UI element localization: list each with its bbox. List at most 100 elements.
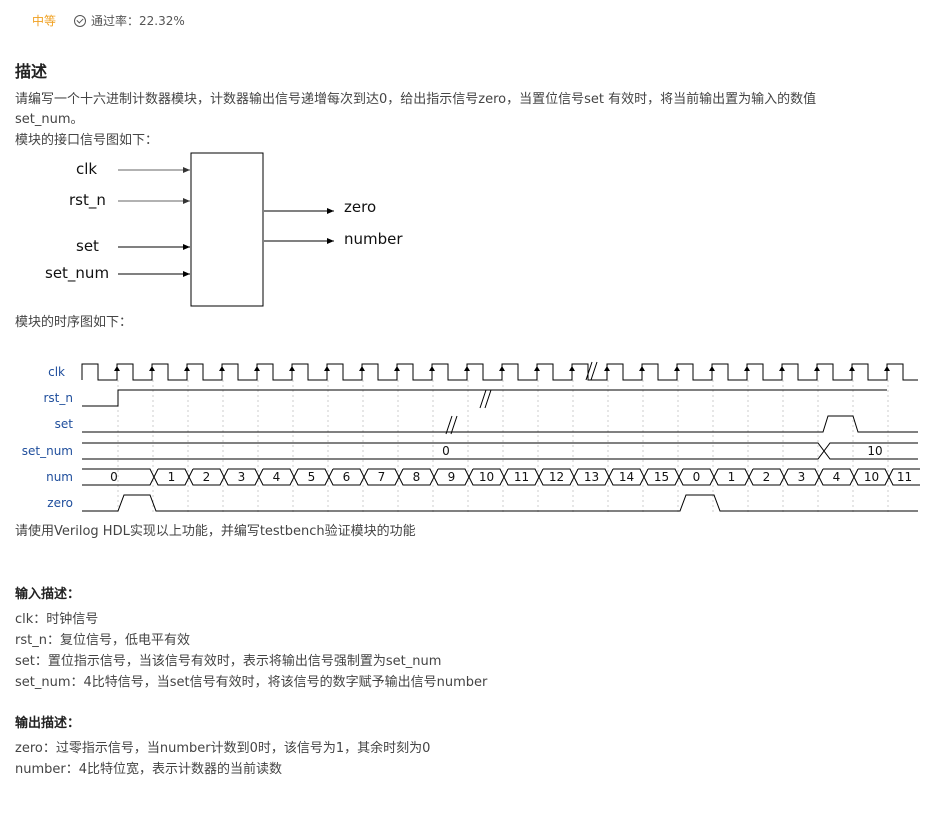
num-bus-segment [223, 468, 260, 486]
num-bus-segment [678, 468, 715, 486]
rst-n-break-mark [479, 389, 492, 409]
clk-edge-arrow [359, 366, 365, 371]
clk-edge-arrow [219, 366, 225, 371]
signal-label-set-num: set_num [22, 444, 73, 458]
input-line-rst-n: rst_n：复位信号，低电平有效 [15, 633, 190, 648]
input-line-set: set：置位指示信号，当该信号有效时，表示将输出信号强制置为set_num [15, 654, 442, 669]
num-value: 10 [479, 470, 494, 484]
signal-label-rst-n: rst_n [44, 391, 74, 405]
description-line-2: set_num。 [15, 112, 84, 127]
output-label-zero: zero [344, 198, 376, 216]
clk-edge-arrow [604, 366, 610, 371]
input-label-set: set [76, 237, 99, 255]
clk-edge-arrow [324, 366, 330, 371]
clk-edge-arrow [569, 366, 575, 371]
num-bus-segment [363, 468, 400, 486]
set-waveform [82, 415, 918, 433]
num-bus-segment [853, 468, 890, 486]
clk-edge-arrow [779, 366, 785, 371]
num-value: 4 [273, 470, 281, 484]
output-line-number: number：4比特位宽，表示计数器的当前读数 [15, 762, 283, 777]
check-circle-icon [74, 14, 87, 27]
interface-intro: 模块的接口信号图如下： [15, 133, 159, 148]
num-value: 1 [168, 470, 176, 484]
num-value: 11 [514, 470, 529, 484]
num-value: 6 [343, 470, 351, 484]
num-value: 0 [110, 470, 118, 484]
clk-edge-arrow [814, 366, 820, 371]
problem-meta-bar: 中等 通过率：22.32% [32, 12, 185, 29]
num-bus-segment [188, 468, 225, 486]
clk-edge-arrow [289, 366, 295, 371]
num-value: 14 [619, 470, 634, 484]
num-bus-segment [398, 468, 435, 486]
clk-edge-arrow [429, 366, 435, 371]
num-bus-segment [888, 468, 920, 486]
signal-label-set: set [55, 417, 74, 431]
input-line-set-num: set_num：4比特信号，当set信号有效时，将该信号的数字赋予输出信号num… [15, 675, 488, 690]
num-value: 9 [448, 470, 456, 484]
input-line-clk: clk：时钟信号 [15, 612, 99, 627]
num-value: 12 [549, 470, 564, 484]
clk-edge-arrow [884, 366, 890, 371]
num-value: 11 [897, 470, 912, 484]
clk-break-mark [585, 361, 598, 381]
set-num-value: 0 [442, 444, 450, 458]
clk-edge-arrow [709, 366, 715, 371]
num-bus-segment [293, 468, 330, 486]
clk-edge-arrow [114, 366, 120, 371]
num-value: 3 [798, 470, 806, 484]
clk-waveform [81, 363, 918, 381]
clk-edge-arrow [674, 366, 680, 371]
input-label-set-num: set_num [45, 264, 109, 283]
module-box [190, 152, 264, 307]
set-num-bus-segment [823, 442, 918, 460]
num-bus-segment [153, 468, 190, 486]
num-value: 0 [693, 470, 701, 484]
clk-edge-arrow [534, 366, 540, 371]
num-value: 15 [654, 470, 669, 484]
output-section-title: 输出描述： [15, 716, 81, 731]
input-label-rst-n: rst_n [69, 191, 106, 210]
num-bus-segment [433, 468, 470, 486]
timing-intro: 模块的时序图如下： [15, 315, 133, 330]
clk-edge-arrow [639, 366, 645, 371]
input-label-clk: clk [76, 160, 97, 178]
signal-label-clk: clk [48, 365, 65, 379]
clk-edge-arrow [254, 366, 260, 371]
num-bus-segment [608, 468, 645, 486]
num-bus-segment [538, 468, 575, 486]
implementation-note: 请使用Verilog HDL实现以上功能，并编写testbench验证模块的功能 [15, 524, 416, 539]
num-bus-segment [573, 468, 610, 486]
output-label-number: number [344, 230, 403, 248]
clk-edge-arrow [394, 366, 400, 371]
num-value: 8 [413, 470, 421, 484]
set-num-value: 10 [867, 444, 882, 458]
clk-edge-arrow [149, 366, 155, 371]
signal-label-zero: zero [47, 496, 73, 510]
num-bus-segment [328, 468, 365, 486]
pass-rate-text: 通过率：22.32% [91, 14, 185, 28]
num-value: 5 [308, 470, 316, 484]
difficulty-badge: 中等 [32, 14, 57, 28]
num-value: 7 [378, 470, 386, 484]
interface-block-diagram: clk rst_n set set_num zero number [45, 152, 403, 307]
input-section-title: 输入描述： [15, 587, 81, 602]
num-bus-segment [748, 468, 785, 486]
clk-edge-arrow [464, 366, 470, 371]
num-value: 1 [728, 470, 736, 484]
clk-edge-arrow [849, 366, 855, 371]
output-line-zero: zero：过零指示信号，当number计数到0时，该信号为1，其余时刻为0 [15, 741, 431, 756]
clk-edge-arrow [184, 366, 190, 371]
num-value: 2 [763, 470, 771, 484]
num-bus-segment [468, 468, 505, 486]
num-value: 13 [584, 470, 599, 484]
rst-n-waveform [82, 389, 887, 407]
num-value: 10 [864, 470, 879, 484]
num-bus-segment [713, 468, 750, 486]
clk-edge-arrow [744, 366, 750, 371]
num-bus-segment [503, 468, 540, 486]
num-bus-segment [818, 468, 855, 486]
signal-label-num: num [46, 470, 73, 484]
